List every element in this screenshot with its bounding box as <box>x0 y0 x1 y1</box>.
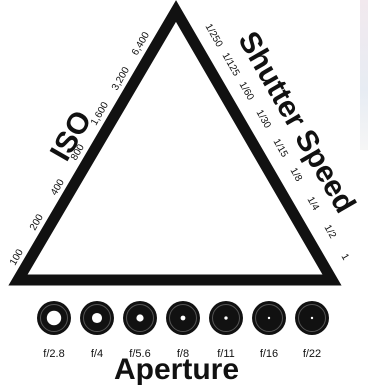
aperture-f-stop-label: f/22 <box>292 348 332 360</box>
aperture-lens-icon <box>208 300 244 336</box>
aperture-opening <box>181 316 186 321</box>
aperture-opening <box>47 311 61 325</box>
aperture-stop: f/5.6 <box>120 300 160 360</box>
aperture-stop: f/11 <box>206 300 246 360</box>
aperture-opening <box>136 314 143 321</box>
aperture-f-stop-label: f/2.8 <box>34 348 74 360</box>
aperture-stop: f/8 <box>163 300 203 360</box>
aperture-opening <box>92 313 102 323</box>
aperture-stop: f/22 <box>292 300 332 360</box>
aperture-lens-icon <box>36 300 72 336</box>
aperture-stop: f/2.8 <box>34 300 74 360</box>
aperture-stop: f/4 <box>77 300 117 360</box>
aperture-lens-icon <box>79 300 115 336</box>
aperture-lens-icon <box>122 300 158 336</box>
aperture-lens-icon <box>294 300 330 336</box>
aperture-title: Aperture <box>114 353 239 387</box>
aperture-opening <box>224 316 227 319</box>
aperture-opening <box>311 317 313 319</box>
aperture-opening <box>268 317 270 319</box>
aperture-lens-icon <box>165 300 201 336</box>
aperture-f-stop-label: f/16 <box>249 348 289 360</box>
aperture-f-stop-label: f/4 <box>77 348 117 360</box>
aperture-stop: f/16 <box>249 300 289 360</box>
aperture-lens-icon <box>251 300 287 336</box>
